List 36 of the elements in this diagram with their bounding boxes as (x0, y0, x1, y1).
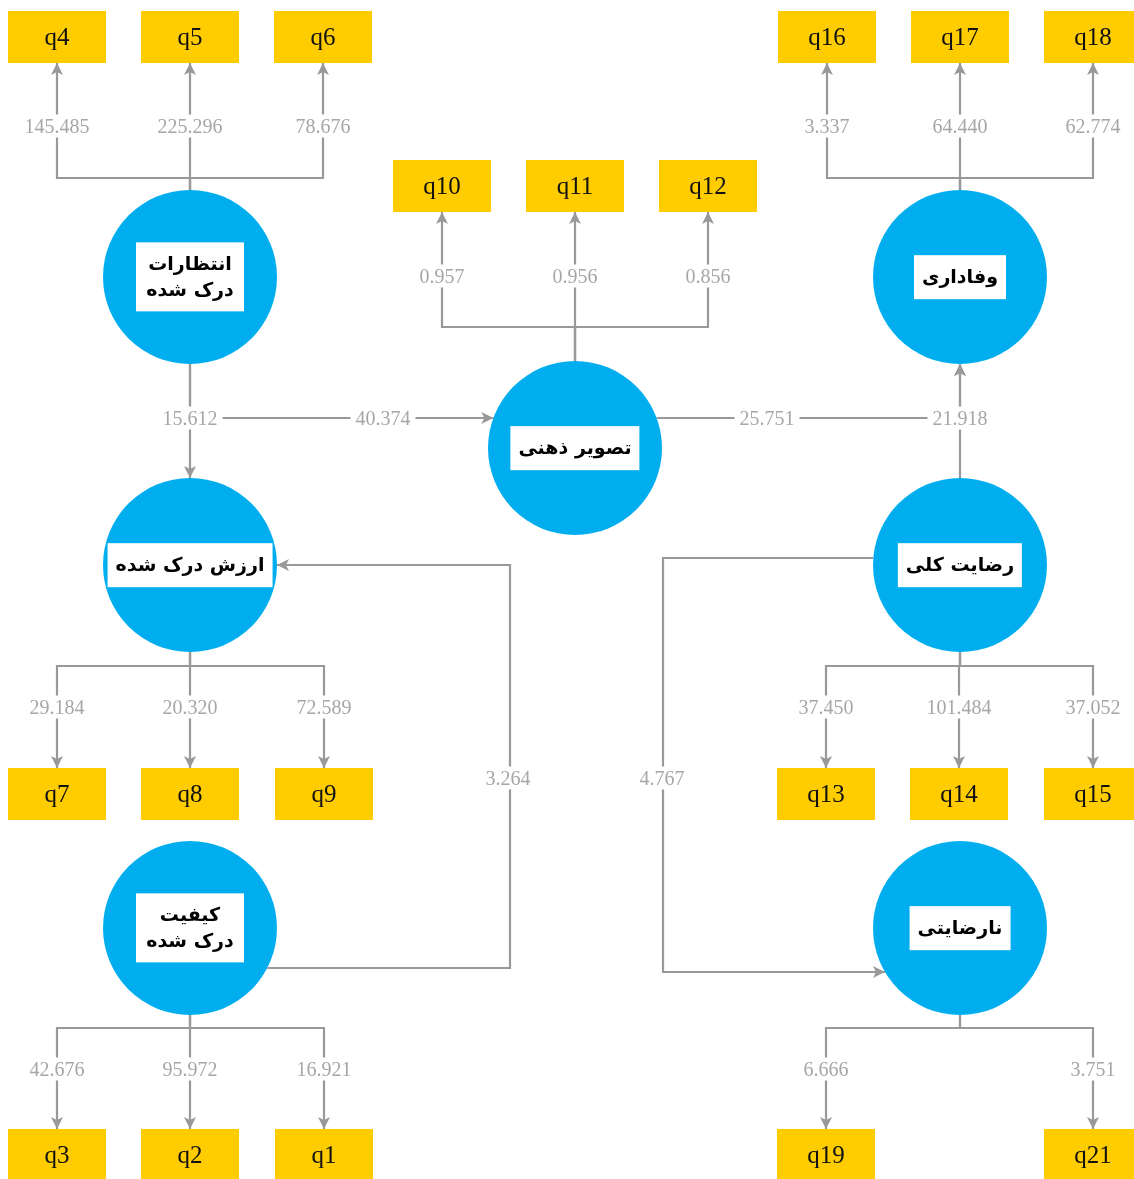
construct-label: تصویر ذهنی (510, 426, 640, 470)
indicator-box: q11 (526, 160, 624, 212)
arrow (661, 556, 885, 978)
construct-label: وفاداری (914, 255, 1006, 299)
indicator-box: q4 (8, 11, 106, 63)
indicator-box: q15 (1044, 768, 1134, 820)
indicator-box: q17 (911, 11, 1009, 63)
indicator-box: q13 (777, 768, 875, 820)
construct-label: انتظارات درک شده (136, 242, 244, 312)
arrow (958, 1015, 1099, 1129)
indicator-box: q19 (777, 1129, 875, 1179)
arrow (267, 559, 512, 970)
construct-label: کیفیت درک شده (136, 893, 244, 963)
indicator-box: q18 (1044, 11, 1134, 63)
arrow (958, 652, 1099, 768)
arrow (958, 63, 1099, 190)
construct-label: نارضایتی (909, 906, 1011, 950)
indicator-box: q5 (141, 11, 239, 63)
indicator-box: q12 (659, 160, 757, 212)
indicator-box: q3 (8, 1129, 106, 1179)
arrow (573, 212, 714, 361)
construct-label: رضایت کلی (897, 543, 1023, 587)
indicator-box: q1 (275, 1129, 373, 1179)
indicator-box: q9 (275, 768, 373, 820)
construct-label: ارزش درک شده (107, 543, 273, 587)
indicator-box: q14 (910, 768, 1008, 820)
indicator-box: q6 (274, 11, 372, 63)
arrow (188, 1015, 330, 1129)
indicator-box: q8 (141, 768, 239, 820)
indicator-box: q21 (1044, 1129, 1134, 1179)
arrow (188, 63, 329, 190)
indicator-box: q2 (141, 1129, 239, 1179)
arrow (188, 652, 330, 768)
indicator-box: q10 (393, 160, 491, 212)
indicator-box: q7 (8, 768, 106, 820)
indicator-box: q16 (778, 11, 876, 63)
